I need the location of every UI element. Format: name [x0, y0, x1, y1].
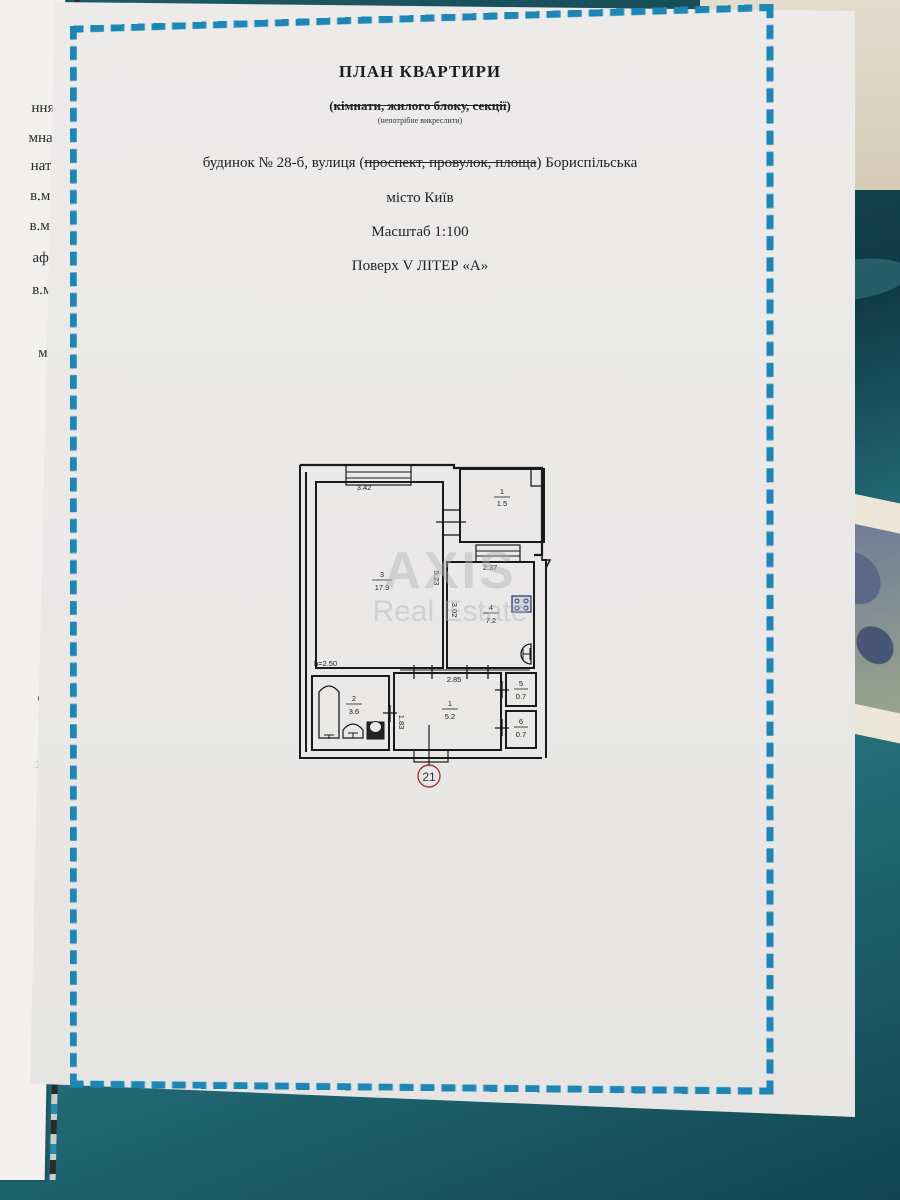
- dim-hall-width: 2.85: [447, 675, 462, 684]
- scale-line: Масштаб 1:100: [371, 224, 469, 240]
- address-prefix: будинок № 28-б, вулиця (: [202, 155, 365, 171]
- room-number: 5: [519, 679, 523, 688]
- room-number: 6: [519, 717, 523, 726]
- struck-options-text: кімнати, жилого блоку, секції: [333, 98, 507, 113]
- room-number: 1: [448, 699, 452, 708]
- room-area: 7.2: [486, 616, 496, 625]
- floor-line: Поверх V ЛІТЕР «А»: [351, 258, 489, 274]
- room-area: 3.6: [349, 707, 359, 716]
- room-area: 0.7: [516, 730, 526, 739]
- room-area: 0.7: [516, 692, 526, 701]
- room-area: 1.5: [497, 499, 507, 508]
- address-suffix: ) Бориспільська: [536, 155, 638, 171]
- room-number: 4: [489, 603, 493, 612]
- dim-kitchen-length: 3.02: [450, 603, 459, 618]
- document-title: ПЛАН КВАРТИРИ: [338, 62, 502, 81]
- room-area: 5.2: [445, 712, 455, 721]
- room-number: 1: [500, 487, 504, 496]
- struck-options: (кімнати, жилого блоку, секції): [329, 98, 511, 113]
- dim-hall-length: 1.83: [397, 715, 406, 730]
- room-area: 17.9: [375, 583, 390, 592]
- room-number: 2: [352, 694, 356, 703]
- dim-kitchen-width: 2.37: [483, 563, 498, 572]
- ceiling-height: h=2.50: [314, 659, 337, 668]
- room-number: 3: [380, 570, 384, 579]
- dim-living-width: 3.42: [357, 483, 372, 492]
- dim-living-length: 5.23: [432, 571, 441, 586]
- address-struck: проспект, провулок, площа: [364, 155, 537, 171]
- floor-plan: 21 3.42 1 1.5 3 17.9 5.23 2.37 3.02 4 7.…: [299, 463, 552, 788]
- address-line: будинок № 28-б, вулиця (проспект, провул…: [0, 155, 840, 172]
- entrance-marker: 21: [422, 770, 436, 784]
- struck-note: (непотрібне викреслити): [377, 116, 463, 125]
- city-line: місто Київ: [386, 190, 454, 206]
